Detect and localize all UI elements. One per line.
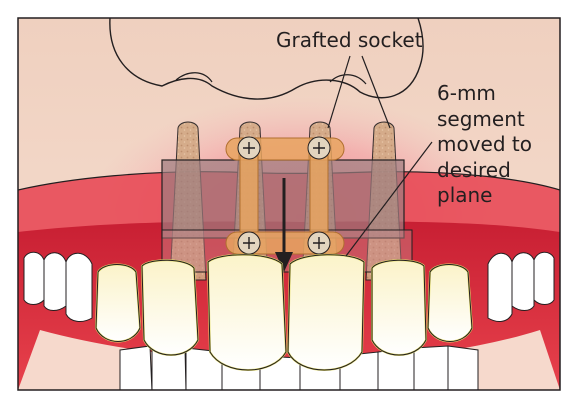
screw-icon (307, 136, 331, 160)
tooth-lateral-right (371, 259, 428, 356)
segment-label-line: plane (437, 183, 493, 207)
screws (237, 136, 331, 255)
leader-line-grafted-socket-2 (327, 55, 351, 129)
frame-border (17, 17, 561, 391)
upper-teeth (94, 253, 474, 371)
tooth-central-left (206, 253, 288, 371)
segment-label-line: 6-mm (437, 81, 496, 105)
teeth-outline (95, 254, 473, 371)
nostril-left (175, 72, 213, 83)
grafted-socket-label: Grafted socket (276, 28, 423, 52)
leader-line-segment (345, 141, 433, 257)
screw-icon (307, 231, 331, 255)
segment-label-line: desired (437, 157, 511, 182)
back-teeth-left (23, 251, 93, 322)
segment-label: 6-mm segment moved to desired plane (437, 81, 532, 209)
nostril-right (329, 74, 367, 85)
segment-label-line: segment (437, 106, 525, 131)
segment-label-line: moved to (437, 132, 532, 156)
back-teeth-right (487, 251, 555, 322)
screw-icon (237, 136, 261, 160)
screw-icon (237, 231, 261, 255)
tooth-canine-left (94, 263, 142, 343)
tooth-canine-right (426, 263, 474, 343)
tooth-central-right (286, 253, 366, 371)
tooth-lateral-left (140, 259, 200, 356)
arrow-down-icon (275, 178, 293, 272)
leader-line-grafted-socket (361, 55, 391, 129)
